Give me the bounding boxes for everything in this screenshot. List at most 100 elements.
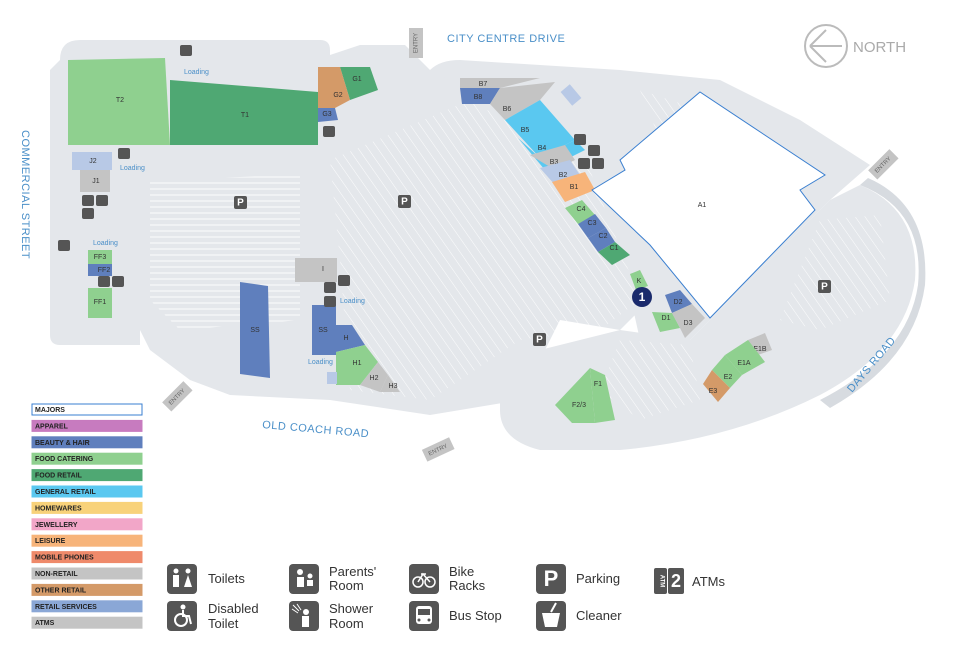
unit-B8[interactable]: B8 [460, 88, 500, 104]
svg-text:H2: H2 [370, 375, 379, 382]
unit-T1[interactable]: T1 [170, 80, 318, 145]
svg-text:H3: H3 [389, 383, 398, 390]
unit-I[interactable]: I [295, 258, 337, 282]
unit-SS-right[interactable]: SS [312, 305, 336, 355]
svg-text:B5: B5 [521, 127, 530, 134]
unit-D2[interactable]: D2 [665, 290, 692, 313]
legend-label: FOOD CATERING [35, 456, 94, 463]
unit-FF2[interactable]: FF2 [88, 264, 112, 276]
entry-marker-south: ENTRY [421, 437, 455, 462]
loading-label: Loading [308, 359, 333, 366]
svg-text:J2: J2 [89, 158, 97, 165]
svg-text:B2: B2 [559, 172, 568, 179]
svg-text:B4: B4 [538, 145, 547, 152]
atm-marker[interactable]: 1 [632, 287, 652, 307]
legend-label: HOMEWARES [35, 505, 82, 512]
legend-swatch [31, 534, 143, 547]
parking-icon: P [818, 280, 831, 293]
unit-FF1[interactable]: FF1 [88, 288, 112, 318]
cleaner-icon [574, 134, 586, 145]
svg-text:E2: E2 [724, 374, 733, 381]
svg-text:E1B: E1B [753, 346, 767, 353]
road-city-centre-drive: CITY CENTRE DRIVE [447, 33, 565, 45]
svg-text:B7: B7 [479, 81, 488, 88]
key-shower-label-1: Shower [329, 601, 374, 616]
key-bus-label: Bus Stop [449, 608, 502, 623]
unit-A1[interactable]: A1 [591, 91, 826, 319]
unit-H[interactable]: H [336, 325, 365, 352]
unit-E1A[interactable]: E1A [725, 340, 765, 375]
parking-icon: P [398, 195, 411, 208]
atm-key-icon: ATM 2 [654, 568, 684, 594]
unit-FF3[interactable]: FF3 [88, 250, 112, 264]
unit-G2[interactable]: G2 [318, 67, 350, 108]
unit-H1[interactable]: H1 [336, 345, 378, 385]
unit-J1[interactable]: J1 [80, 170, 110, 192]
legend-label: RETAIL SERVICES [35, 604, 97, 611]
unit-H3[interactable]: H3 [380, 375, 400, 392]
entry-marker-southwest: ENTRY [162, 381, 193, 412]
unit-SS-left[interactable]: SS [240, 282, 270, 378]
unit-B6[interactable]: B6 [490, 82, 555, 120]
cleaner-key-icon [536, 601, 566, 631]
svg-text:C2: C2 [599, 233, 608, 240]
svg-text:C3: C3 [588, 220, 597, 227]
legend-label: LEISURE [35, 538, 66, 545]
unit-C4[interactable]: C4 [565, 200, 595, 224]
legend-label: APPAREL [35, 423, 69, 430]
unit-C3[interactable]: C3 [578, 214, 606, 238]
loading-label: Loading [340, 298, 365, 305]
legend-swatch [31, 419, 143, 432]
svg-text:F1: F1 [594, 381, 602, 388]
unit-G1[interactable]: G1 [340, 67, 378, 100]
legend-swatch [31, 551, 143, 564]
shower-room-icon [82, 208, 94, 219]
svg-text:K: K [637, 278, 642, 285]
key-bike-label-2: Racks [449, 578, 486, 593]
legend-swatch [31, 436, 143, 449]
parents-room-key-icon [289, 564, 319, 594]
loading-label: Loading [184, 69, 209, 76]
legend-swatch [31, 469, 143, 482]
svg-text:H: H [343, 335, 348, 342]
unit-K[interactable]: K [630, 270, 648, 290]
north-arrow-icon [809, 29, 842, 63]
svg-text:SS: SS [250, 327, 260, 334]
entry-marker-east: ENTRY [868, 149, 899, 180]
svg-text:T1: T1 [241, 112, 249, 119]
unit-B1[interactable]: B1 [552, 172, 595, 202]
legend-swatch [31, 600, 143, 613]
unit-D1[interactable]: D1 [652, 312, 680, 332]
unit-B5[interactable]: B5 [505, 100, 575, 158]
svg-text:C1: C1 [610, 245, 619, 252]
unit-G3[interactable]: G3 [318, 108, 338, 122]
svg-text:2: 2 [671, 571, 681, 591]
key-shower-label-2: Room [329, 616, 364, 631]
svg-text:B6: B6 [503, 106, 512, 113]
unit-C1[interactable]: C1 [598, 242, 630, 265]
legend-swatch [31, 567, 143, 580]
svg-text:I: I [322, 266, 324, 273]
unit-F23[interactable]: F2/3 [555, 368, 595, 423]
unit-H2[interactable]: H2 [360, 362, 388, 392]
parking-key-icon: P [536, 564, 566, 594]
unit-E2[interactable]: E2 [712, 355, 742, 388]
disabled-toilet-icon [324, 296, 336, 307]
svg-text:G3: G3 [322, 111, 331, 118]
svg-text:B3: B3 [550, 159, 559, 166]
unit-C2[interactable]: C2 [588, 228, 615, 252]
unit-F1[interactable]: F1 [590, 368, 615, 423]
disabled-toilet-key-icon [167, 601, 197, 631]
unit-T2[interactable]: T2 [68, 58, 170, 145]
legend-swatch [31, 501, 143, 514]
toilets-icon [324, 282, 336, 293]
svg-text:H1: H1 [353, 360, 362, 367]
unit-B7[interactable]: B7 [460, 78, 540, 88]
svg-text:ATM: ATM [659, 575, 665, 588]
svg-text:J1: J1 [92, 178, 100, 185]
legend-swatch [31, 452, 143, 465]
unit-J2[interactable]: J2 [72, 152, 112, 170]
unit-D3[interactable]: D3 [672, 304, 705, 338]
unit-E3[interactable]: E3 [703, 370, 730, 402]
